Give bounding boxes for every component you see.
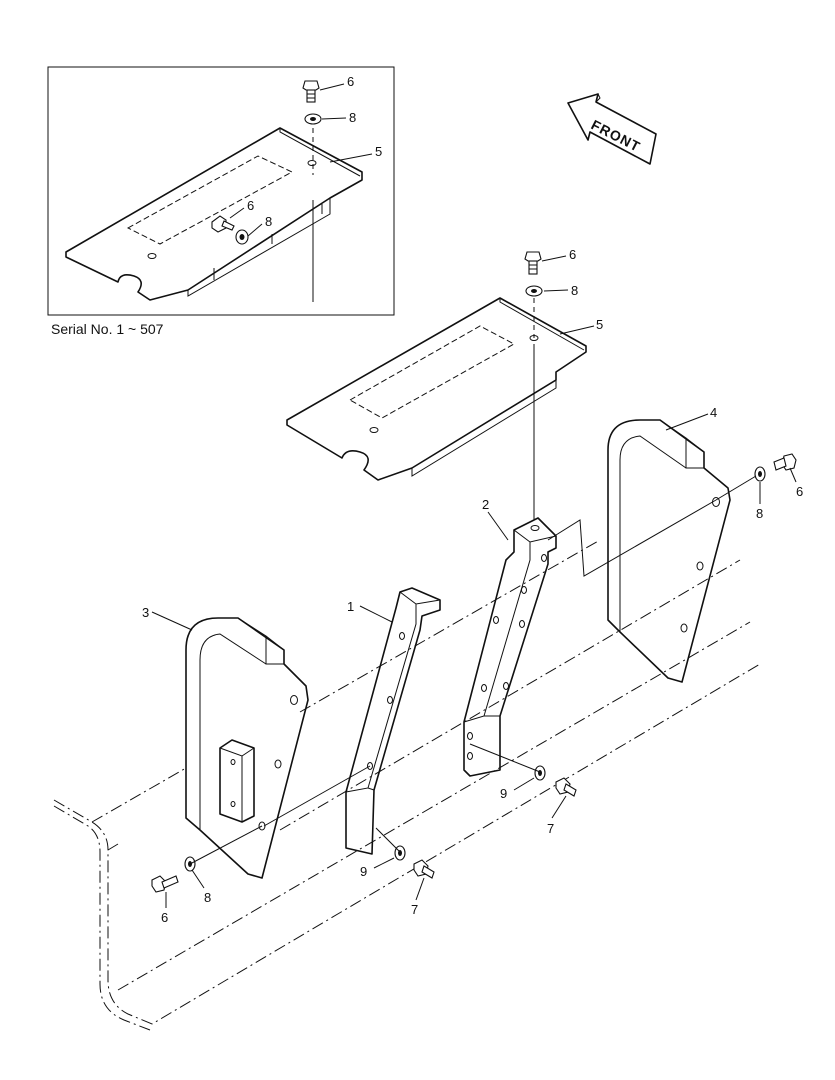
bracket-right — [463, 517, 557, 777]
washer-bracket-right — [534, 765, 546, 781]
callout-bracket-left: 1 — [347, 599, 354, 614]
inset-washer-mid — [235, 229, 249, 245]
callout-washer-left: 8 — [204, 890, 211, 905]
callout-washer-bracket-left: 9 — [360, 864, 367, 879]
callout-inset-plate: 5 — [375, 144, 382, 159]
callout-main-washer-top: 8 — [571, 283, 578, 298]
inset-top-plate — [65, 127, 363, 301]
bolt-left — [151, 875, 179, 893]
main-top-plate — [286, 297, 587, 481]
callout-inset-washer-top: 8 — [349, 110, 356, 125]
callout-bolt-bracket-left: 7 — [411, 902, 418, 917]
bolt-bracket-left — [413, 859, 435, 879]
bolt-right — [773, 453, 797, 471]
callout-inset-bolt-mid: 6 — [247, 198, 254, 213]
inset-washer-top — [304, 113, 322, 125]
callout-washer-bracket-right: 9 — [500, 786, 507, 801]
inset-bolt-top — [302, 80, 320, 103]
callout-inset-bolt-top: 6 — [347, 74, 354, 89]
callout-bolt-right: 6 — [796, 484, 803, 499]
guard-right — [607, 419, 731, 683]
inset-bolt-mid — [211, 215, 235, 233]
main-bolt-top — [524, 251, 542, 275]
inset-frame — [47, 66, 395, 316]
guard-left — [185, 617, 309, 879]
callout-bracket-right: 2 — [482, 497, 489, 512]
callout-main-plate: 5 — [596, 317, 603, 332]
callout-inset-washer-mid: 8 — [265, 214, 272, 229]
front-arrow-icon: FRONT — [567, 93, 657, 165]
callout-washer-right: 8 — [756, 506, 763, 521]
serial-label: Serial No. 1 ~ 507 — [51, 321, 164, 337]
bracket-left — [345, 587, 441, 855]
callout-bolt-left: 6 — [161, 910, 168, 925]
washer-right — [754, 466, 766, 482]
callout-bolt-bracket-right: 7 — [547, 821, 554, 836]
callout-guard-left: 3 — [142, 605, 149, 620]
callout-guard-right: 4 — [710, 405, 717, 420]
machine-outline — [53, 539, 761, 1031]
bolt-bracket-right — [555, 777, 577, 797]
main-washer-top — [525, 285, 543, 297]
callout-main-bolt-top: 6 — [569, 247, 576, 262]
